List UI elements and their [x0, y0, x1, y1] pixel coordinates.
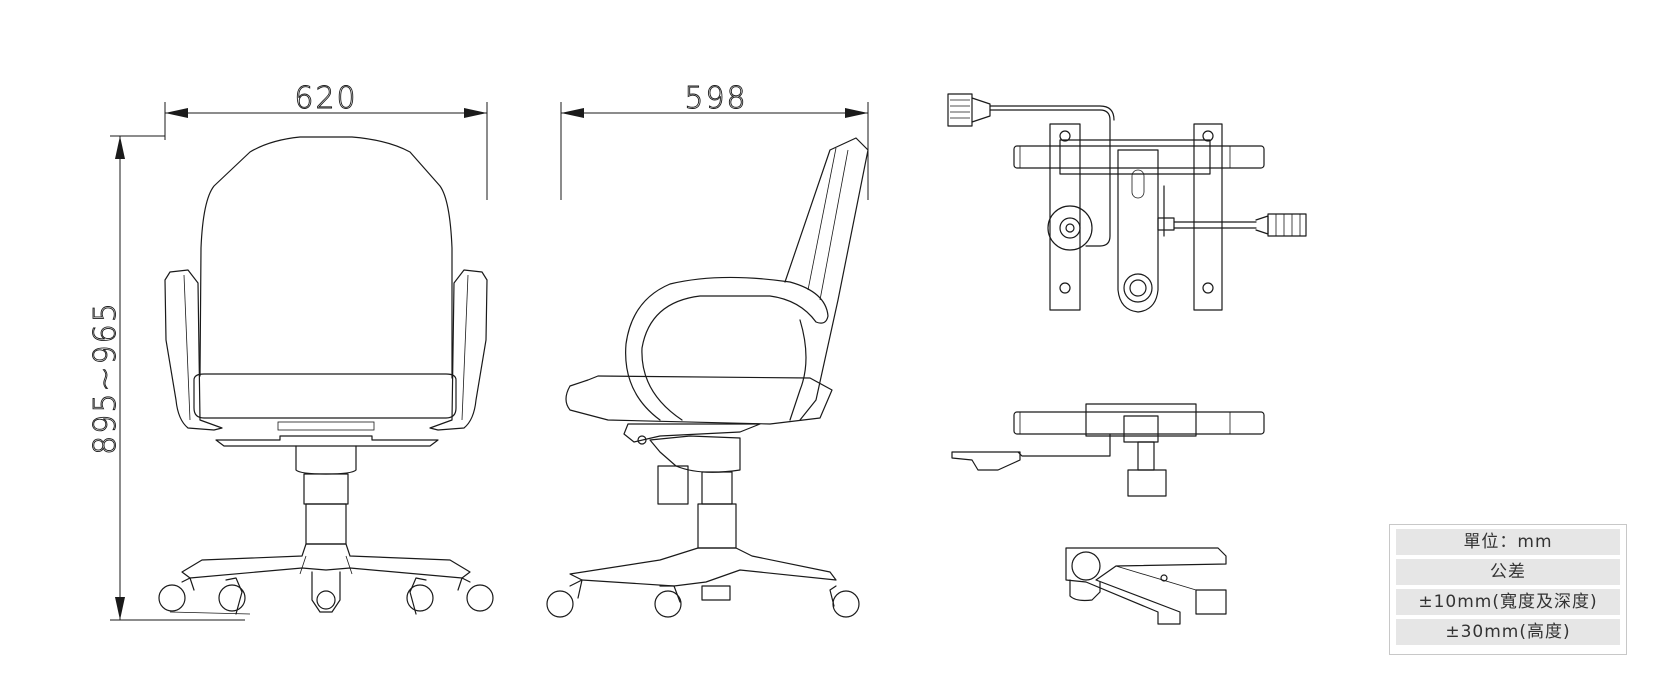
mechanism-side-view	[1065, 547, 1227, 625]
front-caster-2	[218, 577, 246, 615]
front-caster-1	[158, 577, 251, 615]
mechanism-top-view	[947, 93, 1307, 313]
spec-table: 單位：mm 公差 ±10mm(寬度及深度) ±30mm(高度)	[1389, 524, 1627, 655]
width-dimension-label: 620	[294, 81, 357, 116]
spec-row-tolerance-height: ±30mm(高度)	[1396, 619, 1620, 645]
side-caster-1	[546, 579, 583, 618]
spec-row-tolerance-width-depth: ±10mm(寬度及深度)	[1396, 589, 1620, 615]
side-caster-3	[829, 585, 860, 618]
spec-row-unit: 單位：mm	[1396, 529, 1620, 555]
side-caster-2	[654, 585, 682, 618]
depth-dimension-label: 598	[684, 81, 747, 116]
front-caster-3	[311, 571, 341, 613]
front-caster-5	[457, 577, 494, 612]
depth-dimension: 598	[560, 81, 869, 200]
front-view	[158, 136, 494, 615]
spec-row-tolerance-title: 公差	[1396, 559, 1620, 585]
height-dimension: 895~965	[88, 135, 245, 621]
width-dimension: 620	[164, 81, 488, 200]
side-view	[546, 137, 869, 618]
front-caster-4	[406, 577, 434, 615]
mechanism-front-view	[951, 403, 1265, 497]
height-dimension-label: 895~965	[88, 301, 123, 455]
